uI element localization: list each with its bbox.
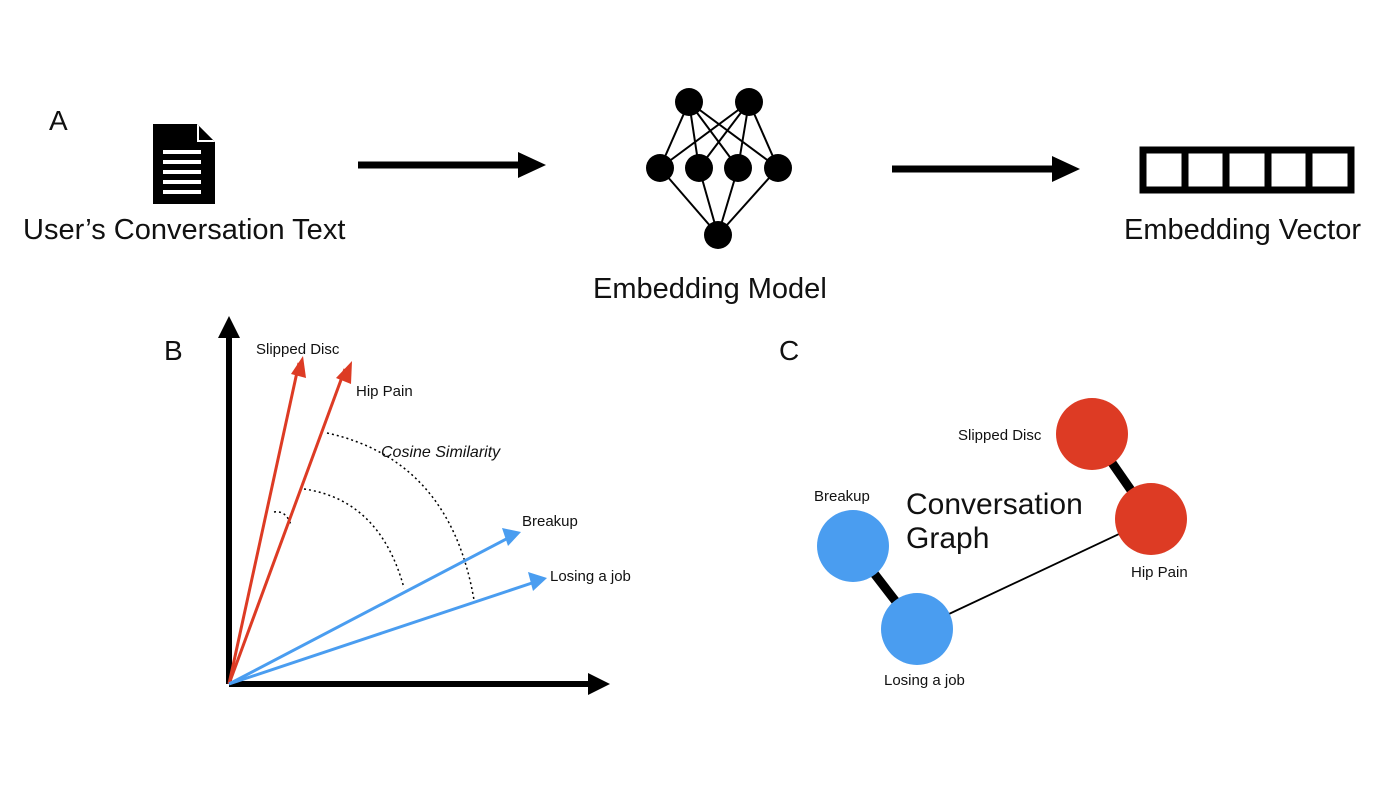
panel-b: B Slipped Disc Hip Pain Break	[164, 316, 631, 695]
vector-breakup	[228, 534, 513, 686]
document-icon	[153, 124, 215, 204]
vector-slipped-disc-head	[291, 356, 306, 378]
vector-label-hip-pain: Hip Pain	[356, 383, 413, 400]
node-breakup	[817, 510, 889, 582]
panel-a: A User’s Conversation Text	[23, 88, 1361, 305]
node-label-losing-job: Losing a job	[884, 672, 965, 689]
node-label-breakup: Breakup	[814, 488, 870, 505]
vector-cells-icon	[1139, 146, 1355, 194]
vector-slipped-disc	[227, 362, 301, 685]
input-text-label: User’s Conversation Text	[23, 214, 345, 246]
arc-inner	[303, 488, 405, 589]
node-slipped-disc	[1056, 398, 1128, 470]
vector-label-slipped-disc: Slipped Disc	[256, 341, 340, 358]
node-label-hip-pain: Hip Pain	[1131, 564, 1188, 581]
panel-a-letter: A	[49, 105, 68, 136]
vector-label-breakup: Breakup	[522, 513, 578, 530]
flow-arrow-1	[358, 152, 546, 178]
output-vector-label: Embedding Vector	[1124, 214, 1361, 246]
vector-hip-pain-head	[336, 361, 352, 384]
coordinate-axes	[218, 316, 610, 695]
flow-arrow-2	[892, 156, 1080, 182]
vector-losing-job-head	[528, 572, 547, 591]
panel-c: C Conversation Graph Slipped Disc Hip Pa…	[779, 335, 1188, 689]
model-label: Embedding Model	[593, 273, 827, 305]
node-losing-job	[881, 593, 953, 665]
edge-losing-job-hip-pain	[916, 518, 1152, 630]
vector-arrows	[227, 356, 547, 686]
arc-outer	[326, 432, 475, 601]
node-hip-pain	[1115, 483, 1187, 555]
panel-c-letter: C	[779, 335, 799, 366]
arc-red-pair	[273, 511, 292, 526]
cosine-similarity-label: Cosine Similarity	[381, 444, 501, 461]
graph-title-line1: Conversation	[906, 488, 1083, 521]
vector-label-losing-job: Losing a job	[550, 568, 631, 585]
vector-losing-job	[228, 579, 539, 686]
vector-breakup-head	[502, 528, 521, 546]
graph-title-line2: Graph	[906, 522, 989, 555]
vector-hip-pain	[227, 368, 347, 685]
neural-network-icon	[646, 88, 792, 249]
similarity-arcs	[273, 432, 475, 601]
panel-b-letter: B	[164, 335, 183, 366]
node-label-slipped-disc: Slipped Disc	[958, 427, 1042, 444]
